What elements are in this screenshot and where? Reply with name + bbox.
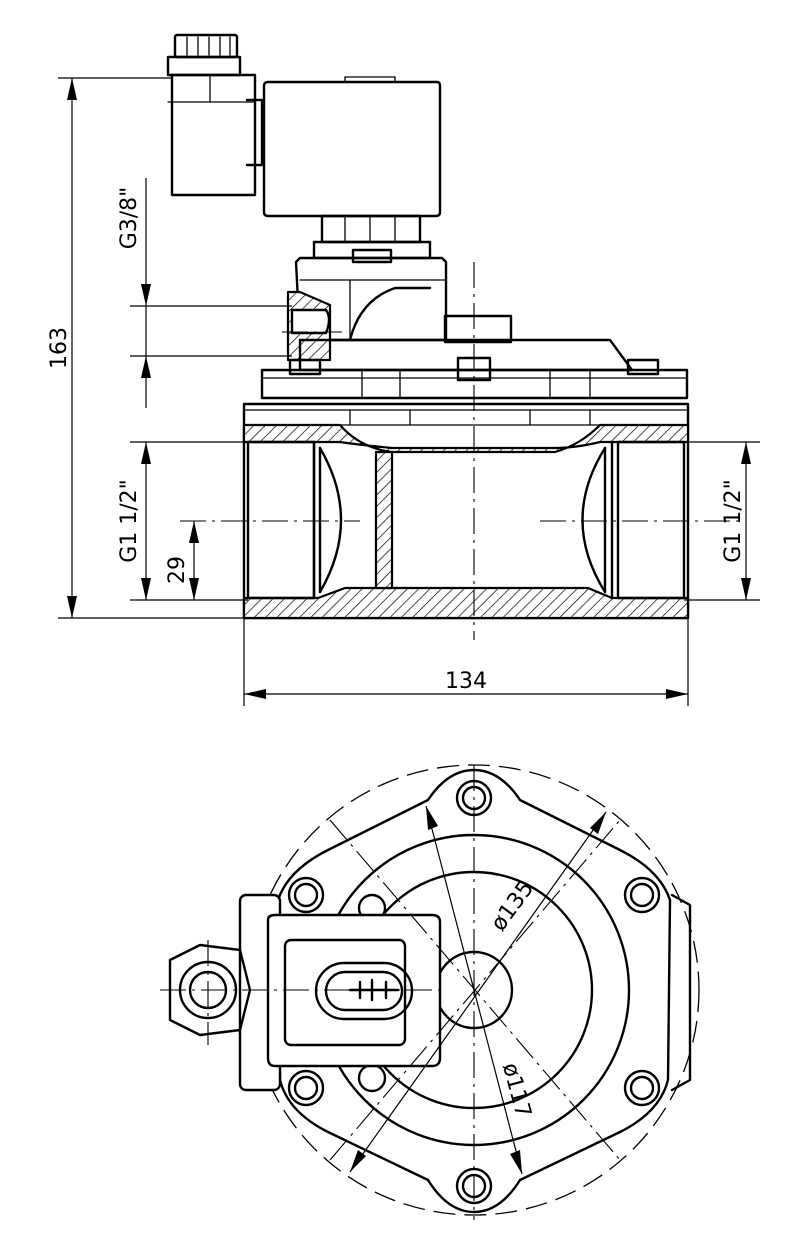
- bolt-upper-left: [287, 876, 325, 914]
- bolt-upper-right: [623, 876, 661, 914]
- connector-plug: [166, 33, 264, 197]
- pilot-housing: [286, 256, 513, 362]
- label-bolt-circle: ø135: [486, 876, 539, 936]
- top-view: ø135 ø117: [160, 764, 700, 1220]
- dim-overall-height: 163: [47, 77, 244, 619]
- dim-pilot-port: G3/8": [117, 178, 292, 408]
- label-port-center-height: 29: [165, 556, 190, 584]
- valve-body: [242, 402, 690, 620]
- armature-nut: [312, 214, 432, 264]
- dim-body-diameter: ø117: [425, 805, 536, 1175]
- label-pilot-port: G3/8": [117, 187, 142, 250]
- cover-flange: [276, 768, 672, 1214]
- solenoid-coil: [262, 76, 442, 218]
- dim-inlet-port: G1 1/2": [117, 441, 248, 601]
- label-overall-length: 134: [445, 669, 487, 694]
- side-view: 163 G3/8" G1 1/2" 29: [47, 33, 760, 706]
- label-inlet-port: G1 1/2": [117, 479, 142, 563]
- label-body-diameter: ø117: [497, 1060, 536, 1120]
- dim-outlet-port: G1 1/2": [684, 441, 760, 601]
- bolt-lower-left: [287, 1069, 325, 1107]
- dim-port-center-height: 29: [165, 521, 199, 600]
- dim-overall-length: 134: [243, 618, 689, 706]
- label-outlet-port: G1 1/2": [721, 479, 746, 563]
- label-overall-height: 163: [47, 327, 72, 369]
- bolt-lower-right: [623, 1069, 661, 1107]
